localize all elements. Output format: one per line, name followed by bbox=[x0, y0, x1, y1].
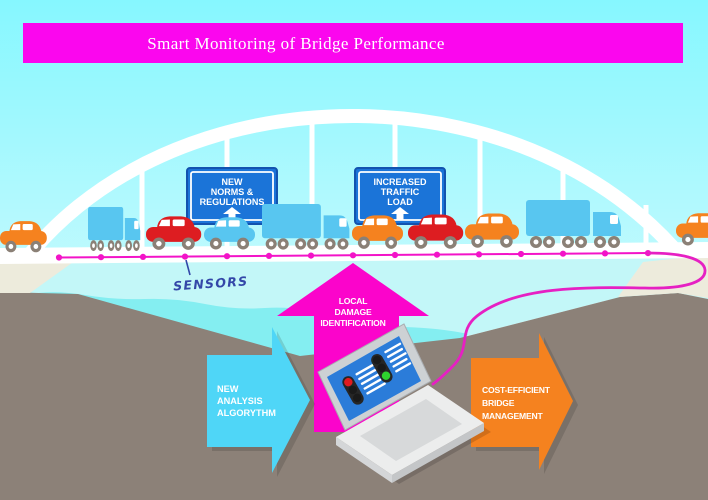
arrow-label-line: IDENTIFICATION bbox=[320, 318, 385, 328]
arrow-label-line: DAMAGE bbox=[335, 307, 372, 317]
embankment-left bbox=[0, 258, 76, 293]
status-light-off bbox=[372, 355, 382, 365]
screen-text-lines bbox=[355, 362, 386, 395]
banner-background bbox=[23, 23, 683, 63]
sign-increased-traffic: INCREASED TRAFFIC LOAD bbox=[354, 167, 446, 225]
laptop-base-edge bbox=[336, 437, 392, 483]
up-arrow-icon bbox=[391, 207, 409, 220]
right-arrow-shape bbox=[207, 327, 310, 473]
status-light-green bbox=[381, 371, 391, 380]
laptop bbox=[317, 323, 491, 484]
status-light-off bbox=[353, 393, 362, 402]
sign-panel bbox=[354, 167, 446, 225]
arrow-label-line: ANALYSIS bbox=[217, 396, 263, 406]
arrow-label-line: MANAGEMENT bbox=[482, 411, 543, 421]
sign-line: NEW bbox=[222, 177, 244, 187]
sign-line: TRAFFIC bbox=[381, 187, 420, 197]
sign-line: INCREASED bbox=[373, 177, 427, 187]
laptop-base-edge bbox=[392, 423, 484, 483]
status-light-off bbox=[377, 363, 386, 373]
arrow-label-line: COST-EFFICIENT bbox=[482, 385, 551, 395]
title-banner: Smart Monitoring of Bridge Performance bbox=[23, 23, 683, 63]
page-title: Smart Monitoring of Bridge Performance bbox=[147, 34, 445, 53]
sign-line: REGULATIONS bbox=[200, 197, 265, 207]
right-arrow-shape bbox=[471, 333, 573, 470]
status-light-off bbox=[348, 385, 357, 395]
arrow-label-line: ALGORYTHM bbox=[217, 408, 276, 418]
laptop-keyboard bbox=[360, 399, 462, 461]
sensor-strip: SENSORS bbox=[55, 250, 652, 294]
up-arrow-icon bbox=[223, 207, 241, 220]
sign-line: LOAD bbox=[387, 197, 413, 207]
laptop-screen-content bbox=[342, 342, 412, 405]
sign-line: NORMS & bbox=[211, 187, 254, 197]
arrow-label-line: LOCAL bbox=[339, 296, 368, 306]
arrow-label-line: BRIDGE bbox=[482, 398, 515, 408]
sensor-dots bbox=[55, 250, 652, 261]
screen-text-lines bbox=[384, 342, 412, 373]
arrow-new-analysis: NEW ANALYSIS ALGORYTHM bbox=[207, 327, 315, 477]
arrow-cost-efficient: COST-EFFICIENT BRIDGE MANAGEMENT bbox=[471, 333, 578, 474]
arch-rib bbox=[6, 109, 708, 294]
sensors-pointer-line bbox=[185, 259, 191, 276]
data-cable bbox=[431, 251, 707, 386]
sign-inner-border bbox=[358, 171, 442, 221]
status-light-red bbox=[344, 377, 353, 387]
sign-new-norms: NEW NORMS & REGULATIONS bbox=[186, 167, 278, 225]
arrow-label-line: NEW bbox=[217, 384, 239, 394]
sensors-label: SENSORS bbox=[173, 273, 249, 293]
